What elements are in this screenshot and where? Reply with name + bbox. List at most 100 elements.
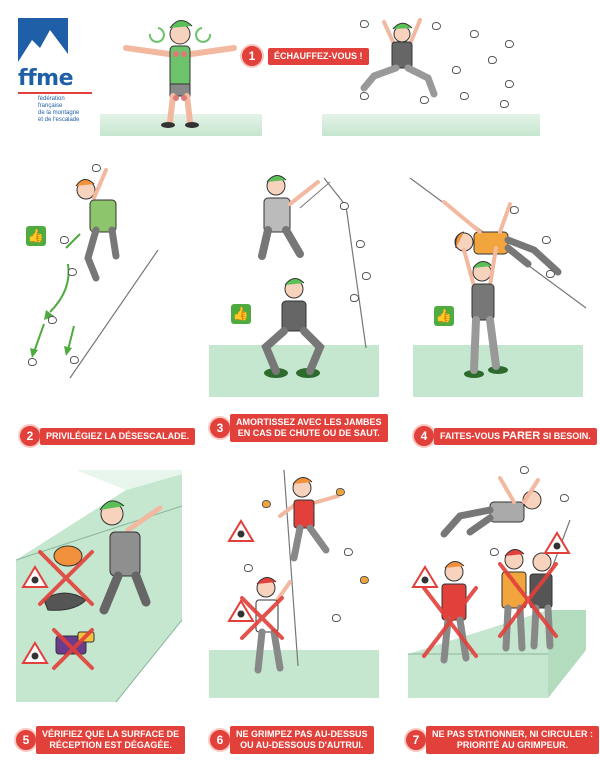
hold (344, 548, 353, 556)
hold (70, 356, 79, 364)
thumbs-up-icon: 👍 (434, 306, 454, 326)
downclimb-wall-line (69, 249, 159, 379)
hold (542, 236, 551, 244)
hold (432, 22, 441, 30)
caption-4-pre: FAITES-VOUS (440, 430, 503, 441)
hold (350, 294, 359, 302)
hold (460, 92, 469, 100)
caption-6-line-1: NE GRIMPEZ PAS AU-DESSUS (236, 729, 368, 739)
lower-climber-illustration-6 (254, 577, 292, 674)
red-cross-icon (52, 628, 94, 670)
red-cross-icon (38, 550, 94, 606)
step-number-7: 7 (404, 728, 428, 752)
jumping-climber-illustration (258, 175, 320, 260)
hold (500, 100, 509, 108)
caption-7-line-1: NE PAS STATIONNER, NI CIRCULER : (432, 729, 594, 739)
caption-5-line-2: RÉCEPTION EST DÉGAGÉE. (49, 740, 172, 750)
hold (560, 494, 569, 502)
caption-1-text: ÉCHAUFFEZ-VOUS ! (268, 47, 369, 65)
caption-7: 7 NE PAS STATIONNER, NI CIRCULER : PRIOR… (404, 726, 600, 754)
climber-on-wall-illustration (360, 18, 438, 98)
landed-climber-illustration (261, 278, 325, 378)
hold (360, 576, 369, 584)
landing-mat-7 (408, 610, 586, 698)
warning-triangle-skull-icon (543, 531, 571, 554)
hold (360, 92, 369, 100)
hold (470, 30, 479, 38)
climber-illustration-5 (99, 500, 163, 615)
falling-climber-illustration-7 (440, 476, 542, 538)
hold (92, 164, 101, 172)
hold (60, 236, 69, 244)
warning-triangle-skull-icon (227, 599, 255, 622)
caption-4-strong: PARER (502, 429, 541, 442)
hold (244, 564, 253, 572)
wall-line-6 (283, 469, 299, 667)
hold (546, 270, 555, 278)
hold (505, 40, 514, 48)
thumbs-up-icon: 👍 (26, 226, 46, 246)
caption-2: 2 PRIVILÉGIEZ LA DÉSESCALADE. (18, 424, 196, 448)
hold (68, 268, 77, 276)
logo-divider (18, 92, 92, 94)
hold (452, 66, 461, 74)
hold (505, 80, 514, 88)
caption-4-text: FAITES-VOUS PARER SI BESOIN. (434, 427, 597, 445)
warmup-wall-floor (322, 114, 540, 136)
hold (356, 240, 365, 248)
logo-wordmark: ffme (18, 66, 74, 91)
caption-3-text: AMORTISSEZ AVEC LES JAMBES EN CAS DE CHU… (230, 414, 388, 442)
caption-6-line-2: OU AU-DESSOUS D'AUTRUI. (240, 740, 364, 750)
hold (488, 56, 497, 64)
hold (520, 466, 529, 474)
warning-triangle-skull-icon (21, 641, 49, 664)
step-number-5: 5 (14, 728, 38, 752)
step-number-6: 6 (208, 728, 232, 752)
hold (28, 358, 37, 366)
downclimb-climber-illustration (65, 168, 120, 282)
caption-3: 3 AMORTISSEZ AVEC LES JAMBES EN CAS DE C… (208, 414, 388, 442)
step-number-1: 1 (240, 44, 264, 68)
caption-4: 4 FAITES-VOUS PARER SI BESOIN. (412, 424, 597, 448)
ffme-mountain-logo-icon (18, 18, 68, 62)
caption-4-post: SI BESOIN. (540, 430, 591, 441)
thumbs-up-icon: 👍 (231, 304, 251, 324)
hold (510, 206, 519, 214)
caption-6-text: NE GRIMPEZ PAS AU-DESSUS OU AU-DESSOUS D… (230, 726, 374, 754)
caption-3-line-2: EN CAS DE CHUTE OU DE SAUT. (237, 428, 380, 438)
caption-6: 6 NE GRIMPEZ PAS AU-DESSUS OU AU-DESSOUS… (208, 726, 374, 754)
upper-climber-illustration-6 (278, 477, 340, 562)
hold (490, 548, 499, 556)
caption-1: 1 ÉCHAUFFEZ-VOUS ! (240, 44, 369, 68)
hold (340, 202, 349, 210)
caption-7-line-2: PRIORITÉ AU GRIMPEUR. (456, 740, 569, 750)
hold (360, 20, 369, 28)
hold (336, 488, 345, 496)
red-cross-icon (240, 596, 284, 640)
caption-3-line-1: AMORTISSEZ AVEC LES JAMBES (236, 417, 382, 427)
red-cross-icon (498, 562, 558, 638)
caption-5: 5 VÉRIFIEZ QUE LA SURFACE DE RÉCEPTION E… (14, 726, 186, 754)
caption-7-text: NE PAS STATIONNER, NI CIRCULER : PRIORIT… (426, 726, 600, 754)
hold (262, 500, 271, 508)
warning-triangle-skull-icon (411, 565, 439, 588)
hold (332, 614, 341, 622)
caption-5-text: VÉRIFIEZ QUE LA SURFACE DE RÉCEPTION EST… (36, 726, 186, 754)
warning-triangle-skull-icon (21, 565, 49, 588)
caption-2-text: PRIVILÉGIEZ LA DÉSESCALADE. (40, 427, 196, 445)
landing-floor-3 (209, 345, 379, 397)
step-number-2: 2 (18, 424, 42, 448)
warning-triangle-skull-icon (227, 519, 255, 542)
step-number-4: 4 (412, 424, 436, 448)
warmup-climber-illustration (123, 20, 237, 128)
caption-5-line-1: VÉRIFIEZ QUE LA SURFACE DE (42, 729, 180, 739)
red-cross-icon (422, 586, 478, 658)
warmup-floor (100, 114, 262, 136)
step-number-3: 3 (208, 416, 232, 440)
logo-subtitle: fédération française de la montagne et d… (38, 96, 80, 123)
hold (420, 96, 429, 104)
hold (48, 316, 57, 324)
downclimb-arrows (30, 263, 75, 358)
landing-floor-6 (209, 650, 379, 698)
spotter-illustration (462, 246, 508, 378)
